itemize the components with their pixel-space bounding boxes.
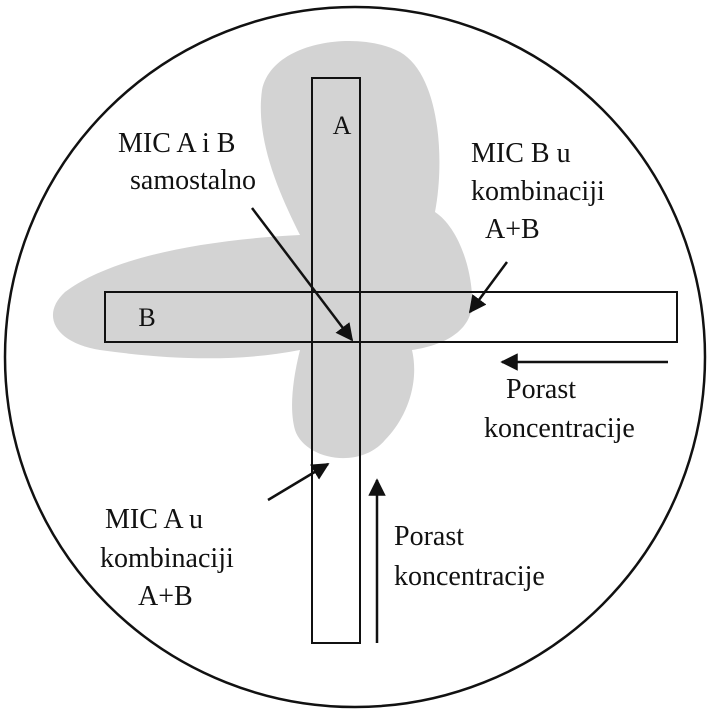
label-mic-b-combination-line3: A+B [485,214,540,245]
label-mic-b-combination-line1: MIC B u [471,138,571,169]
label-mic-b-combination-line2: kombinaciji [471,176,605,207]
strip-b-label: B [138,303,155,332]
inhibition-zone [52,40,473,459]
arrow-mic-a-combination [267,462,330,502]
label-mic-b-combination: MIC B u kombinaciji A+B [471,138,612,245]
label-mic-ab-alone-line2: samostalno [130,165,256,196]
label-mic-a-combination-line2: kombinaciji [100,543,234,574]
label-gradient-vertical-line1: Porast [394,521,464,552]
label-mic-a-combination-line1: MIC A u [105,504,203,535]
label-gradient-horizontal-line1: Porast [506,374,576,405]
label-mic-a-combination: MIC A u kombinaciji A+B [100,504,241,612]
strip-a [311,77,361,644]
label-mic-ab-alone: MIC A i B samostalno [118,128,256,196]
label-gradient-vertical: Porast koncentracije [394,521,545,592]
strip-b [104,291,678,343]
label-gradient-horizontal-line2: koncentracije [484,413,635,444]
strip-a-label: A [333,111,352,140]
label-gradient-horizontal: Porast koncentracije [484,374,635,444]
arrow-mic-b-combination [468,261,509,314]
arrow-mic-ab-alone [251,207,354,342]
label-mic-a-combination-line3: A+B [138,581,193,612]
label-mic-ab-alone-line1: MIC A i B [118,128,235,159]
label-gradient-vertical-line2: koncentracije [394,561,545,592]
